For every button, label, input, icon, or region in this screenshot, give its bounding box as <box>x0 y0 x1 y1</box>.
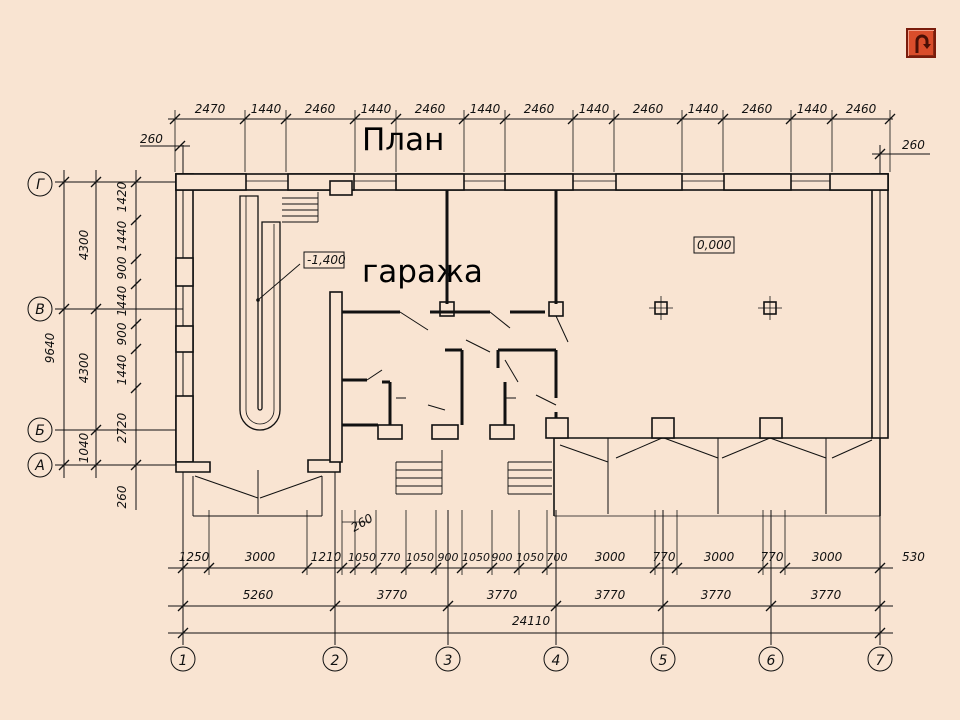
top-dimension-label: 1440 <box>579 102 610 116</box>
bottom-row1-dimension: 1250 <box>179 550 210 564</box>
page-title: План гаража <box>362 30 483 338</box>
offset-bottom-right: 530 <box>902 550 925 564</box>
grid-axis-label-row: В <box>35 302 45 318</box>
grid-axis-bubble <box>27 417 53 443</box>
grid-axis-label-2: 2 <box>331 653 340 669</box>
offset-top-left: 260 <box>140 132 163 146</box>
bottom-row1-dimension: 770 <box>653 550 676 564</box>
grid-axis-bubble <box>27 171 53 197</box>
top-dimension-label: 1440 <box>361 102 392 116</box>
grid-axis-label-row: А <box>34 458 45 474</box>
bottom-row1-dimension: 3000 <box>812 550 843 564</box>
bottom-row2-dimension: 3770 <box>377 588 408 602</box>
left-inner-dimension: 2720 <box>115 412 129 443</box>
top-dimension-label: 1440 <box>251 102 282 116</box>
left-mid-dimension: 1040 <box>77 432 91 463</box>
bottom-row1-dimension: 3000 <box>245 550 276 564</box>
top-dimension-label: 2460 <box>305 102 336 116</box>
offset-top-right: 260 <box>902 138 925 152</box>
grid-axis-label-4: 4 <box>552 653 561 669</box>
bottom-row1-dimension: 1050 <box>406 551 434 564</box>
bottom-row1-dimension: 1050 <box>348 551 376 564</box>
left-bottom-offset: 260 <box>115 485 129 508</box>
grid-axis-label-7: 7 <box>876 653 885 669</box>
grid-axis-bubble <box>435 646 461 672</box>
left-total-dimension: 9640 <box>43 332 57 363</box>
bottom-row1-dimension: 3000 <box>704 550 735 564</box>
bottom-row1-dimension: 3000 <box>595 550 626 564</box>
bottom-row2-dimension: 5260 <box>243 588 274 602</box>
grid-axis-bubble <box>650 646 676 672</box>
bottom-total: 24110 <box>512 614 551 628</box>
left-inner-dimension: 1420 <box>115 181 129 212</box>
grid-axis-bubble <box>322 646 348 672</box>
grid-axis-label-6: 6 <box>767 653 776 669</box>
top-dimension-label: 1440 <box>797 102 828 116</box>
left-mid-dimension: 4300 <box>77 229 91 260</box>
offset-stair-gap: 260 <box>349 511 376 535</box>
grid-axis-bubble <box>27 452 53 478</box>
grid-axis-label-1: 1 <box>179 653 188 669</box>
top-dimension-label: 2460 <box>742 102 773 116</box>
bottom-row2-dimension: 3770 <box>595 588 626 602</box>
grid-axis-label-row: Б <box>35 423 45 439</box>
bottom-row1-dimension: 770 <box>761 550 784 564</box>
bottom-row1-dimension: 1210 <box>311 550 342 564</box>
top-dimension-label: 1440 <box>688 102 719 116</box>
bottom-row1-dimension: 700 <box>547 551 568 564</box>
left-inner-dimension: 900 <box>115 322 129 345</box>
grid-axis-bubble <box>27 296 53 322</box>
left-inner-dimension: 1440 <box>115 354 129 385</box>
pit-elevation: -1,400 <box>307 253 346 267</box>
bottom-row2-dimension: 3770 <box>487 588 518 602</box>
grid-axis-bubble <box>758 646 784 672</box>
grid-axis-bubble <box>543 646 569 672</box>
bottom-row1-dimension: 770 <box>380 551 401 564</box>
title-line-2: гаража <box>362 254 483 290</box>
bottom-row2-dimension: 3770 <box>811 588 842 602</box>
grid-axis-label-row: Г <box>36 177 45 193</box>
left-mid-dimension: 4300 <box>77 352 91 383</box>
left-inner-dimension: 900 <box>115 256 129 279</box>
title-line-1: План <box>362 122 445 158</box>
left-inner-dimension: 1440 <box>115 220 129 251</box>
bottom-row1-dimension: 900 <box>438 551 459 564</box>
left-inner-dimension: 1440 <box>115 285 129 316</box>
grid-axis-label-5: 5 <box>659 653 668 669</box>
grid-axis-bubble <box>170 646 196 672</box>
floor-elevation: 0,000 <box>697 238 732 252</box>
bottom-row2-dimension: 3770 <box>701 588 732 602</box>
grid-axis-bubble <box>867 646 893 672</box>
bottom-row1-dimension: 1050 <box>462 551 490 564</box>
top-dimension-label: 1440 <box>470 102 501 116</box>
top-dimension-label: 2460 <box>524 102 555 116</box>
top-dimension-label: 2460 <box>846 102 877 116</box>
bottom-row1-dimension: 1050 <box>516 551 544 564</box>
top-dimension-label: 2470 <box>195 102 226 116</box>
u-turn-arrow-icon <box>915 34 931 53</box>
bottom-row1-dimension: 900 <box>492 551 513 564</box>
top-dimension-label: 2460 <box>415 102 446 116</box>
grid-axis-label-3: 3 <box>444 653 453 669</box>
top-dimension-label: 2460 <box>633 102 664 116</box>
back-button[interactable] <box>906 28 936 58</box>
